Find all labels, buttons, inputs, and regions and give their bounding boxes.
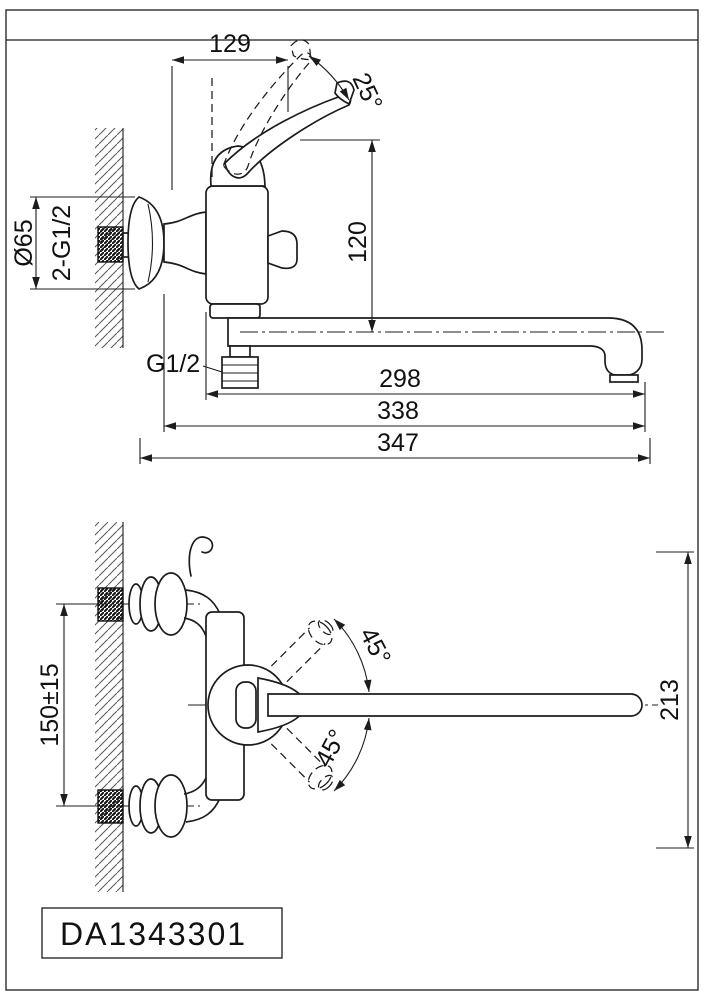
swivel-line: [286, 643, 326, 683]
escutcheon-ring: [154, 774, 188, 838]
handle-tip-dashed: [290, 39, 312, 61]
swivel-line: [286, 727, 326, 767]
dim-45-down: 45°: [310, 725, 352, 772]
title-block: DA1343301: [41, 907, 283, 959]
joint-curve: [185, 589, 221, 615]
escutcheon-detail: [147, 203, 153, 283]
spout-joint: [209, 303, 261, 319]
dim-120: 120: [344, 221, 372, 263]
dim-150: 150±15: [36, 663, 64, 746]
swivel-line: [270, 627, 310, 667]
dim-45-up: 45°: [354, 623, 396, 670]
wall-hatch: [95, 522, 123, 892]
mixer-body: [205, 185, 269, 305]
swivel-end: [307, 620, 333, 646]
diverter-knob: [267, 230, 298, 270]
wall-section-2: [95, 522, 124, 892]
swivel-end: [317, 619, 334, 636]
handle-lever-raised: [222, 39, 312, 175]
handle-lever-dashed: [222, 52, 312, 175]
joint-curve: [183, 617, 207, 637]
swivel-end: [307, 764, 333, 790]
escutcheon: [127, 196, 165, 290]
joint-curve: [183, 777, 207, 795]
sheet-border: [5, 9, 699, 991]
faucet-front: [128, 536, 643, 838]
body-connector: [163, 211, 207, 275]
bottom-port-neck: [229, 345, 251, 358]
wall-fitting: [97, 226, 124, 263]
dim-213: 213: [656, 679, 684, 721]
dim-338: 338: [377, 397, 419, 425]
spout-swivel-down: [270, 727, 334, 791]
handle-lever: [224, 94, 352, 179]
side-view-dimensions: 129 25° 120 Ø65 2-G1/2 G1/2 298 338 347: [10, 30, 665, 464]
dim-298: 298: [379, 365, 421, 393]
part-number: DA1343301: [60, 916, 247, 952]
spout-tube: [227, 317, 643, 376]
dim-129: 129: [209, 30, 251, 58]
escutcheon-ring: [154, 572, 188, 636]
drawing-frame: [5, 9, 699, 991]
shower-hook: [188, 536, 214, 577]
wall-fitting-bottom: [97, 789, 124, 824]
handle-end: [235, 681, 257, 729]
spout-front: [267, 693, 643, 717]
angle-arc-25: [308, 55, 350, 101]
wall-fittings: [97, 587, 124, 824]
joint-curve: [185, 797, 221, 823]
part-number-box: [41, 907, 283, 959]
dim-dia65: Ø65: [10, 219, 38, 266]
angle-arc-45-down: [333, 717, 372, 792]
dim-g12: G1/2: [146, 350, 200, 378]
swivel-end: [317, 774, 334, 791]
spout-swivel-up: [270, 619, 334, 683]
front-view: 45° 45° 150±15 213: [36, 522, 694, 892]
wall-section: [95, 128, 140, 348]
swivel-line: [270, 743, 310, 783]
faucet-side: [127, 185, 643, 389]
dim-2g12: 2-G1/2: [48, 205, 76, 281]
aerator-outlet: [609, 374, 639, 383]
wall-fitting-top: [97, 587, 124, 622]
side-view: 129 25° 120 Ø65 2-G1/2 G1/2 298 338 347: [10, 30, 665, 464]
dim-347: 347: [377, 429, 419, 457]
angle-arc-45-up: [333, 618, 372, 693]
handle-side: [209, 39, 355, 187]
dim-25deg: 25°: [347, 69, 388, 115]
